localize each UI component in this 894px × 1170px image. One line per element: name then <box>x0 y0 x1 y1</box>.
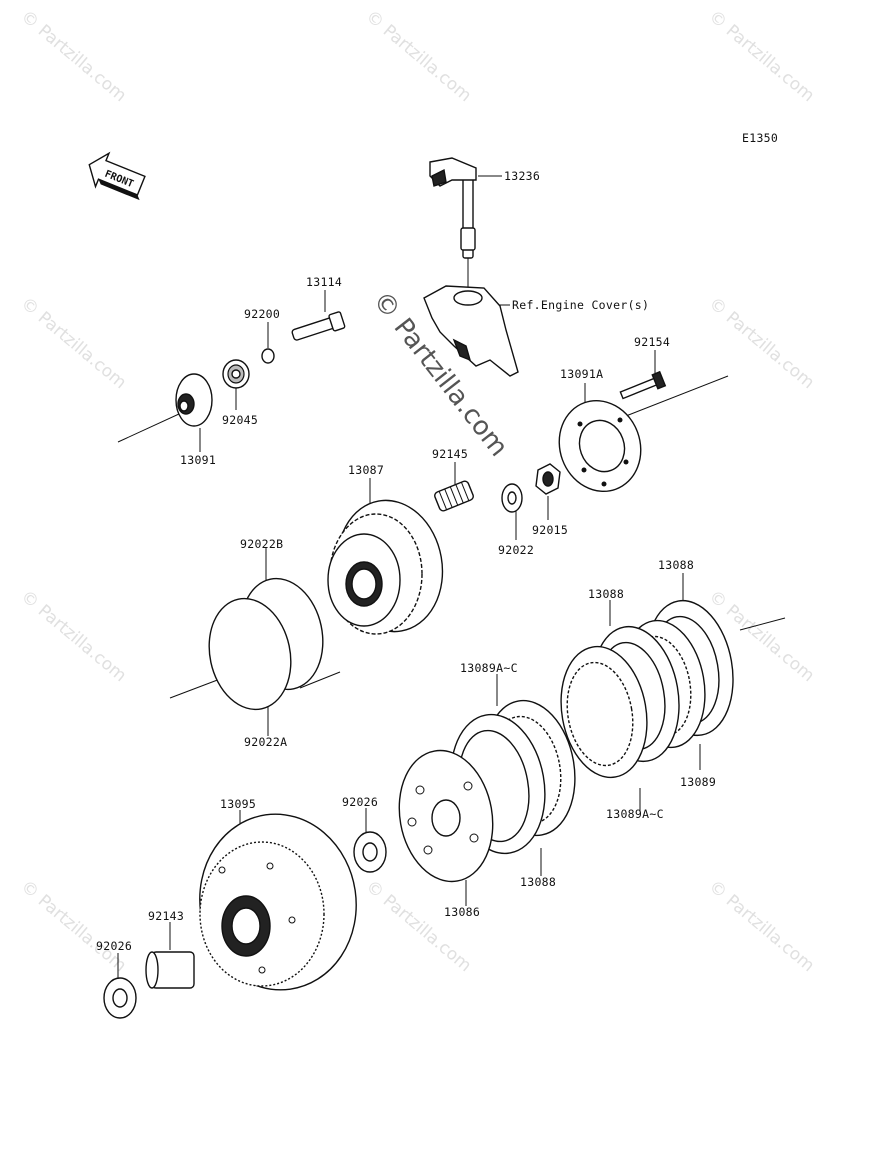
label-13089AC-bot: 13089A~C <box>606 807 664 821</box>
watermark-9: © Partzilla.com <box>362 877 475 977</box>
part-92045-bearing <box>222 359 250 389</box>
watermark-1: © Partzilla.com <box>17 7 130 107</box>
part-13086-pressure-plate <box>398 749 494 883</box>
label-92026-mid: 92026 <box>342 795 378 809</box>
label-13091: 13091 <box>180 453 216 467</box>
label-13086: 13086 <box>444 905 480 919</box>
part-13236-push-lever <box>429 157 477 294</box>
part-13091-cap <box>175 373 213 427</box>
part-92022A-ring <box>208 597 292 711</box>
label-92015: 92015 <box>532 523 568 537</box>
label-92200: 92200 <box>244 307 280 321</box>
part-number-labels: 13236 13114 92200 92045 13091 92154 1309… <box>96 169 716 953</box>
label-92145: 92145 <box>432 447 468 461</box>
label-13087: 13087 <box>348 463 384 477</box>
label-92143: 92143 <box>148 909 184 923</box>
label-92022: 92022 <box>498 543 534 557</box>
part-92026-bot-washer <box>103 977 137 1019</box>
part-13095-clutch-housing <box>199 813 357 991</box>
part-92022-washer <box>501 483 523 513</box>
label-13088-top: 13088 <box>658 558 694 572</box>
watermark-4: © Partzilla.com <box>17 294 130 394</box>
part-13087-clutch-hub <box>327 499 444 635</box>
label-13089AC-top: 13089A~C <box>460 661 518 675</box>
watermark-6: © Partzilla.com <box>17 587 130 687</box>
watermark-2: © Partzilla.com <box>362 7 475 107</box>
watermark-8: © Partzilla.com <box>17 877 130 977</box>
part-13091A-plate <box>558 399 642 493</box>
label-92154: 92154 <box>634 335 670 349</box>
watermark-10: © Partzilla.com <box>705 877 818 977</box>
part-92015-nut <box>535 463 561 495</box>
diagram-code: E1350 <box>742 131 778 145</box>
label-13095: 13095 <box>220 797 256 811</box>
label-92045: 92045 <box>222 413 258 427</box>
part-13114-shaft <box>291 311 346 341</box>
watermark-3: © Partzilla.com <box>705 7 818 107</box>
label-92026-bot: 92026 <box>96 939 132 953</box>
label-13089: 13089 <box>680 775 716 789</box>
part-92145-spring <box>434 480 474 512</box>
label-92022A: 92022A <box>244 735 287 749</box>
label-92022B: 92022B <box>240 537 283 551</box>
label-13114: 13114 <box>306 275 342 289</box>
front-arrow-icon: FRONT <box>88 151 146 201</box>
ref-engine-cover-label: Ref.Engine Cover(s) <box>512 298 649 312</box>
part-13089AC-top-steel-plate <box>560 645 648 779</box>
label-13088-mid: 13088 <box>588 587 624 601</box>
part-92026-mid-washer <box>353 831 387 873</box>
engine-cover-fragment <box>423 285 519 377</box>
part-92154-bolt <box>619 370 667 400</box>
label-13236: 13236 <box>504 169 540 183</box>
label-13088-bot: 13088 <box>520 875 556 889</box>
part-92143-sleeve <box>145 951 195 989</box>
part-92200-washer <box>261 348 275 364</box>
label-13091A: 13091A <box>560 367 603 381</box>
